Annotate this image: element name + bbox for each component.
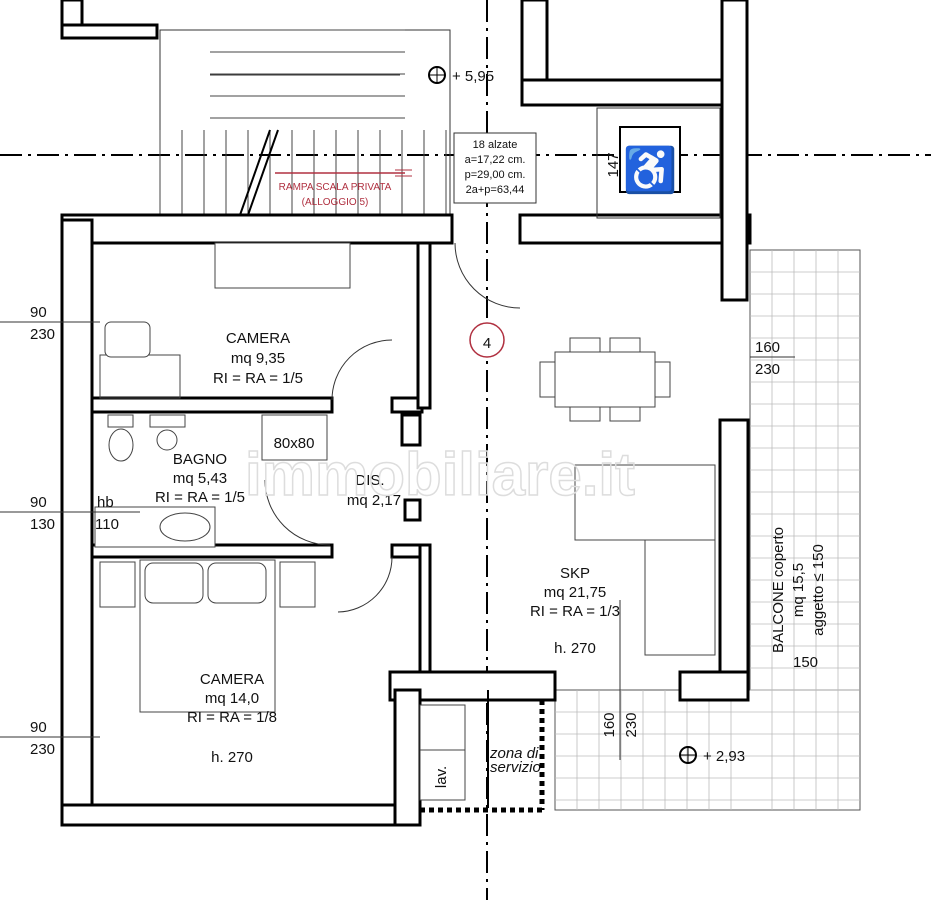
svg-text:230: 230 (755, 361, 780, 378)
svg-text:p=29,00 cm.: p=29,00 cm. (465, 169, 526, 181)
furniture (94, 242, 716, 801)
room-camera-2: CAMERA mq 14,0 RI = RA = 1/8 h. 270 (187, 671, 277, 766)
elevator: ♿ 147 (596, 107, 721, 219)
svg-text:160: 160 (601, 712, 618, 737)
svg-text:h. 270: h. 270 (554, 640, 596, 657)
svg-text:RI = RA = 1/8: RI = RA = 1/8 (187, 709, 277, 726)
stair-note: 18 alzate a=17,22 cm. p=29,00 cm. 2a+p=6… (453, 132, 537, 204)
svg-text:230: 230 (623, 712, 640, 737)
svg-text:130: 130 (30, 516, 55, 533)
window-label-4: 160 230 (750, 339, 795, 378)
svg-text:CAMERA: CAMERA (226, 330, 290, 347)
svg-text:zona di: zona di (489, 745, 539, 762)
balcony-label: BALCONE coperto mq 15,5 aggetto ≤ 150 15… (770, 527, 827, 671)
svg-text:18 alzate: 18 alzate (473, 139, 518, 151)
svg-text:BALCONE coperto: BALCONE coperto (770, 527, 787, 653)
stair-label: RAMPA SCALA PRIVATA (279, 182, 392, 193)
service-zone: zona di servizio lav. (420, 690, 545, 813)
svg-text:mq 9,35: mq 9,35 (231, 350, 285, 367)
svg-text:230: 230 (30, 326, 55, 343)
svg-text:+ 5,95: + 5,95 (452, 68, 494, 85)
svg-text:mq 5,43: mq 5,43 (173, 470, 227, 487)
svg-text:h. 270: h. 270 (211, 749, 253, 766)
svg-text:mq 2,17: mq 2,17 (347, 492, 401, 509)
shower-size: 80x80 (274, 435, 315, 452)
svg-text:lav.: lav. (433, 766, 450, 788)
svg-text:mq 15,5: mq 15,5 (790, 563, 807, 617)
watermark: immobiliare.it (245, 441, 635, 508)
svg-text:servizio: servizio (490, 759, 541, 776)
svg-text:♿: ♿ (623, 145, 678, 195)
room-soggiorno: SKP mq 21,75 RI = RA = 1/3 h. 270 (530, 565, 620, 657)
svg-text:mq 14,0: mq 14,0 (205, 690, 259, 707)
level-marker-top: + 5,95 (428, 66, 494, 85)
doors (264, 242, 521, 613)
staircase: RAMPA SCALA PRIVATA (ALLOGGIO 5) (159, 29, 451, 216)
room-disimpegno: DIS. mq 2,17 (347, 472, 401, 509)
svg-text:CAMERA: CAMERA (200, 671, 264, 688)
svg-text:BAGNO: BAGNO (173, 451, 227, 468)
svg-text:+ 2,93: + 2,93 (703, 748, 745, 765)
svg-text:SKP: SKP (560, 565, 590, 582)
window-label-1: 90 230 (0, 304, 100, 343)
level-marker-balcony: + 2,93 (679, 746, 745, 765)
svg-text:90: 90 (30, 494, 47, 511)
accessibility-icon (619, 126, 681, 193)
svg-text:hb: hb (97, 494, 114, 511)
unit-number: 4 (469, 322, 505, 358)
svg-text:RI = RA = 1/5: RI = RA = 1/5 (213, 370, 303, 387)
svg-text:150: 150 (793, 654, 818, 671)
window-label-5: 160 230 (601, 600, 640, 760)
svg-text:a=17,22 cm.: a=17,22 cm. (465, 154, 526, 166)
svg-text:230: 230 (30, 741, 55, 758)
svg-text:90: 90 (30, 304, 47, 321)
svg-text:DIS.: DIS. (355, 472, 384, 489)
svg-text:RI = RA = 1/3: RI = RA = 1/3 (530, 603, 620, 620)
room-bagno: BAGNO mq 5,43 RI = RA = 1/5 (155, 451, 245, 506)
svg-text:RI = RA = 1/5: RI = RA = 1/5 (155, 489, 245, 506)
svg-text:2a+p=63,44: 2a+p=63,44 (466, 184, 525, 196)
room-camera-1: CAMERA mq 9,35 RI = RA = 1/5 (213, 330, 303, 387)
svg-text:160: 160 (755, 339, 780, 356)
window-label-3: 90 230 (0, 719, 100, 758)
svg-text:mq 21,75: mq 21,75 (544, 584, 607, 601)
lift-dimension: 147 (605, 152, 622, 177)
stair-label-sub: (ALLOGGIO 5) (302, 197, 369, 208)
svg-text:aggetto ≤ 150: aggetto ≤ 150 (810, 544, 827, 636)
svg-text:90: 90 (30, 719, 47, 736)
window-label-2: 90 130 hb 110 (0, 494, 140, 533)
walls (60, 0, 752, 827)
svg-text:110: 110 (95, 516, 119, 533)
balcony-tiles (554, 249, 861, 811)
svg-text:4: 4 (483, 335, 491, 352)
